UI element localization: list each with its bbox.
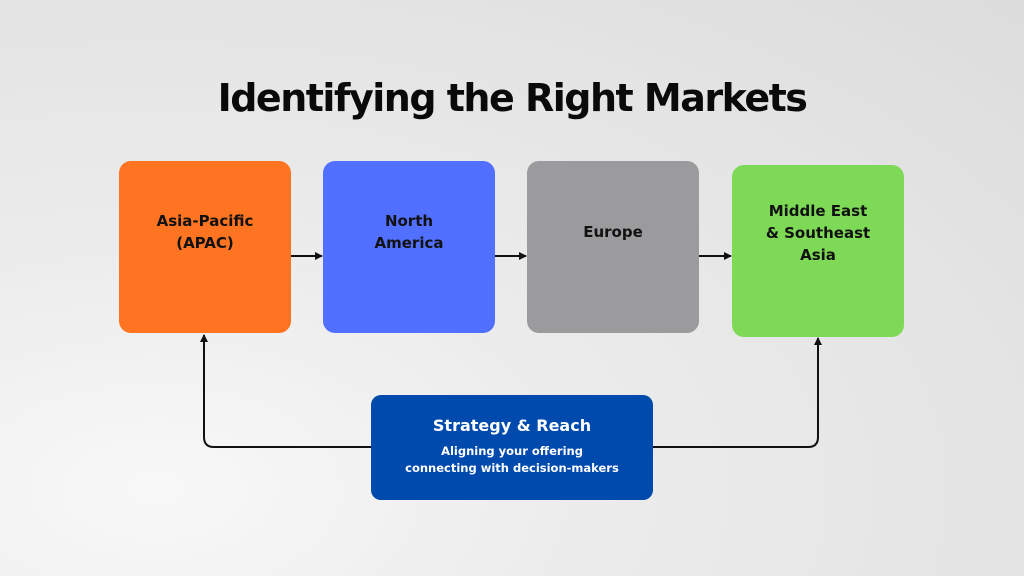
market-box-north-america: North America — [323, 161, 495, 333]
arrow-strategy-to-apac — [200, 334, 371, 448]
strategy-title: Strategy & Reach — [432, 416, 592, 435]
market-label-line: Middle East — [768, 202, 868, 220]
page-title: Identifying the Right Markets — [217, 76, 808, 120]
market-label-line: Asia — [800, 246, 836, 264]
market-label-line: & Southeast — [765, 224, 871, 242]
strategy-description-line: connecting with decision-makers — [405, 461, 619, 475]
market-box-middle-east-sea: Middle East & Southeast Asia — [732, 165, 904, 337]
market-box-apac: Asia-Pacific (APAC) — [119, 161, 291, 333]
market-label-line: North — [384, 212, 434, 230]
strategy-box: Strategy & Reach Aligning your offering … — [371, 395, 653, 500]
arrow-strategy-to-me — [653, 337, 822, 448]
market-label-line: America — [374, 234, 444, 252]
market-label-line: Europe — [583, 223, 643, 241]
strategy-description-line: Aligning your offering — [441, 444, 583, 458]
market-label-line: (APAC) — [176, 234, 234, 252]
market-box-europe: Europe — [527, 161, 699, 333]
market-label-line: Asia-Pacific — [156, 212, 254, 230]
